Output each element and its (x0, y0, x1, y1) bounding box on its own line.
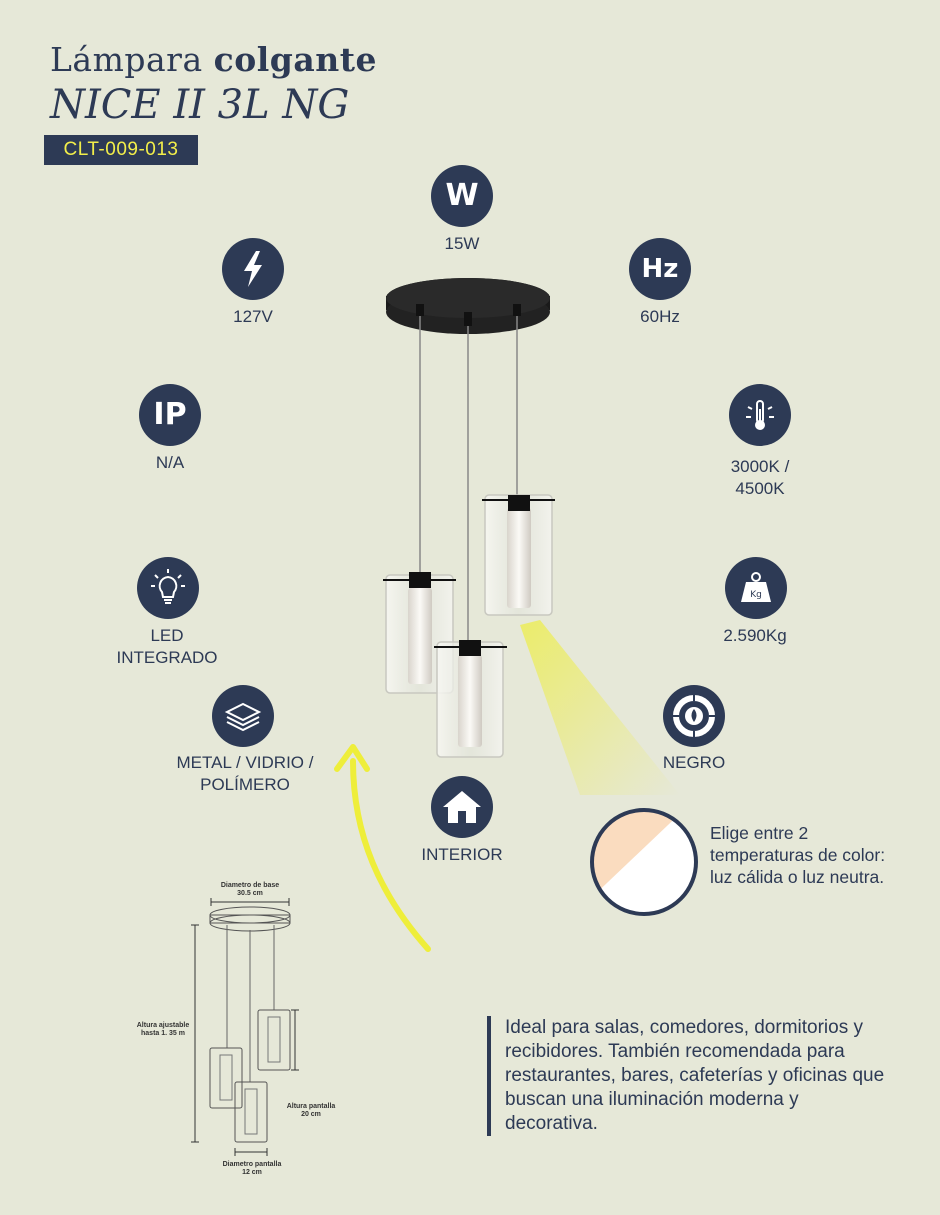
thermometer-icon (729, 384, 791, 446)
watts-label: 15W (444, 234, 480, 253)
frequency-icon: Hz (629, 238, 691, 300)
light-beam-decoration (520, 620, 680, 795)
color-label: NEGRO (662, 753, 726, 772)
material-label: METAL / VIDRIO / POLÍMERO (176, 753, 314, 794)
light-type-label: LED INTEGRADO (116, 626, 218, 667)
layers-icon (212, 685, 274, 747)
location-label: INTERIOR (421, 845, 503, 864)
frequency-label: 60Hz (640, 307, 680, 326)
model-name: NICE II 3L NG (50, 82, 350, 128)
shade-height-label: Altura pantalla 20 cm (286, 1103, 336, 1118)
weight-label: 2.590Kg (723, 626, 787, 645)
pendant-lamp-image (383, 278, 555, 758)
lightning-icon (222, 238, 284, 300)
weight-kg-text: Kg (750, 590, 762, 600)
adjustable-height-label: Altura ajustable hasta 1. 35 m (136, 1022, 190, 1037)
weight-icon: Kg (725, 557, 787, 619)
curved-arrow-decoration (334, 744, 431, 952)
color-temperature-swatch (590, 808, 698, 916)
title-regular: Lámpara (50, 40, 214, 79)
watts-icon: W (431, 165, 493, 227)
color-wheel-icon (663, 685, 725, 747)
shade-diameter-label: Diametro pantalla 12 cm (222, 1161, 282, 1176)
temperature-label: 3000K / 4500K (730, 457, 790, 498)
ip-glyph: IP (153, 397, 187, 432)
watts-glyph: W (445, 178, 479, 213)
base-diameter-label: Diametro de base 30.5 cm (220, 882, 280, 897)
ip-icon: IP (139, 384, 201, 446)
voltage-label: 127V (233, 307, 273, 326)
ip-label: N/A (155, 453, 185, 472)
product-code-badge: CLT-009-013 (44, 135, 198, 165)
product-description: Ideal para salas, comedores, dormitorios… (487, 1016, 890, 1136)
frequency-glyph: Hz (641, 254, 679, 284)
house-icon (431, 776, 493, 838)
temperature-note: Elige entre 2 temperaturas de color: luz… (710, 823, 886, 887)
title-bold: colgante (213, 40, 377, 79)
dimension-diagram (191, 898, 299, 1156)
lightbulb-icon (137, 557, 199, 619)
page-title: Lámpara colgante (50, 40, 377, 79)
